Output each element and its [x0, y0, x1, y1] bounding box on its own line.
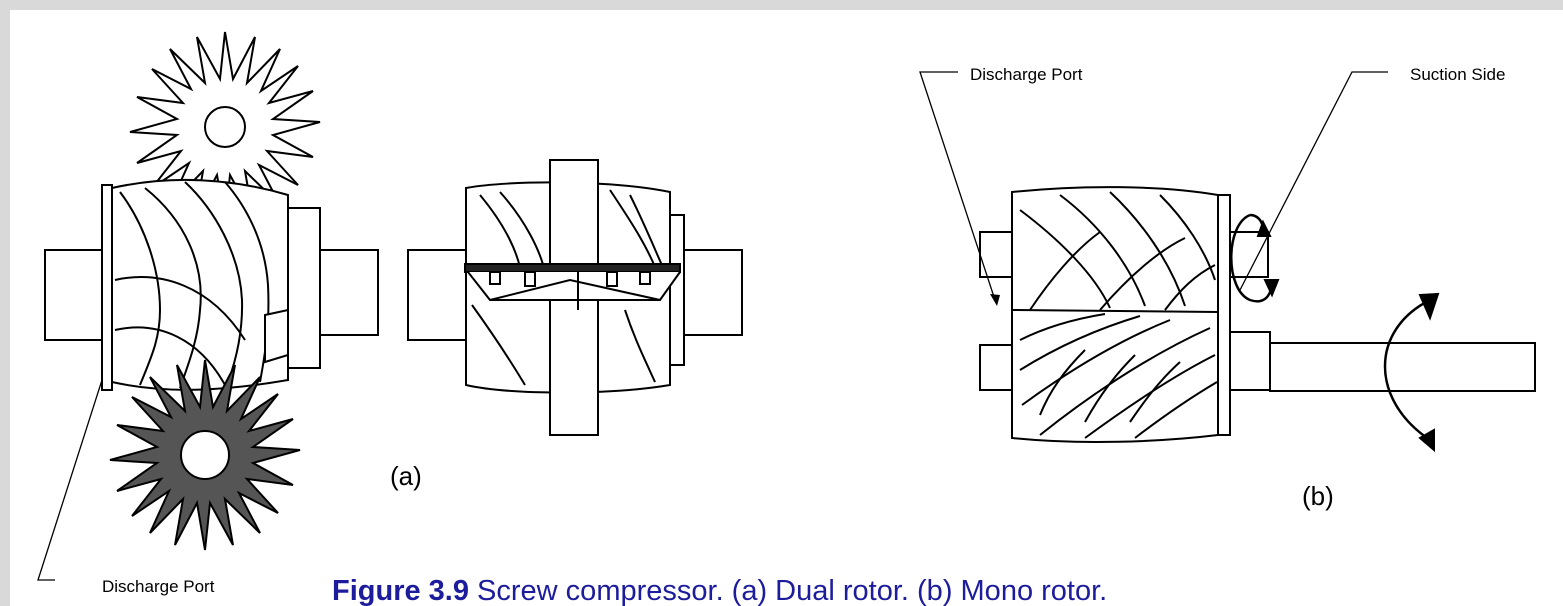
upper-shaft-right: [1229, 231, 1269, 278]
left-shaft-a2: [407, 249, 467, 341]
figure-slide: Discharge Port (a): [10, 10, 1563, 606]
caption-text: Screw compressor. (a) Dual rotor. (b) Mo…: [469, 575, 1107, 606]
right-shaft-a2: [683, 249, 743, 336]
rotation-arrow-drive: [1383, 298, 1431, 442]
bottom-gate-rotor: [109, 359, 301, 551]
suction-side-label: Suction Side: [1410, 65, 1505, 84]
discharge-plate-a: [101, 184, 113, 391]
discharge-port-label-b: Discharge Port: [970, 65, 1083, 84]
panel-a-diagram: [44, 31, 743, 551]
lower-shaft-right: [1229, 331, 1271, 391]
left-shaft-a: [44, 249, 108, 341]
right-shaft-a: [319, 249, 379, 336]
drive-shaft: [1269, 342, 1536, 392]
rotation-arrow-upper: [1230, 213, 1274, 303]
lower-shaft-stub-left: [979, 344, 1013, 391]
panel-b-diagram: [979, 186, 1536, 453]
discharge-port-label-a: Discharge Port: [102, 577, 215, 596]
panel-a-label: (a): [390, 461, 422, 491]
panel-b-label: (b): [1302, 481, 1334, 511]
right-block-a: [287, 207, 321, 369]
figure-caption: Figure 3.9 Screw compressor. (a) Dual ro…: [332, 575, 1107, 606]
caption-number: Figure 3.9: [332, 575, 469, 606]
figure-canvas: Discharge Port (a): [37, 31, 1536, 606]
